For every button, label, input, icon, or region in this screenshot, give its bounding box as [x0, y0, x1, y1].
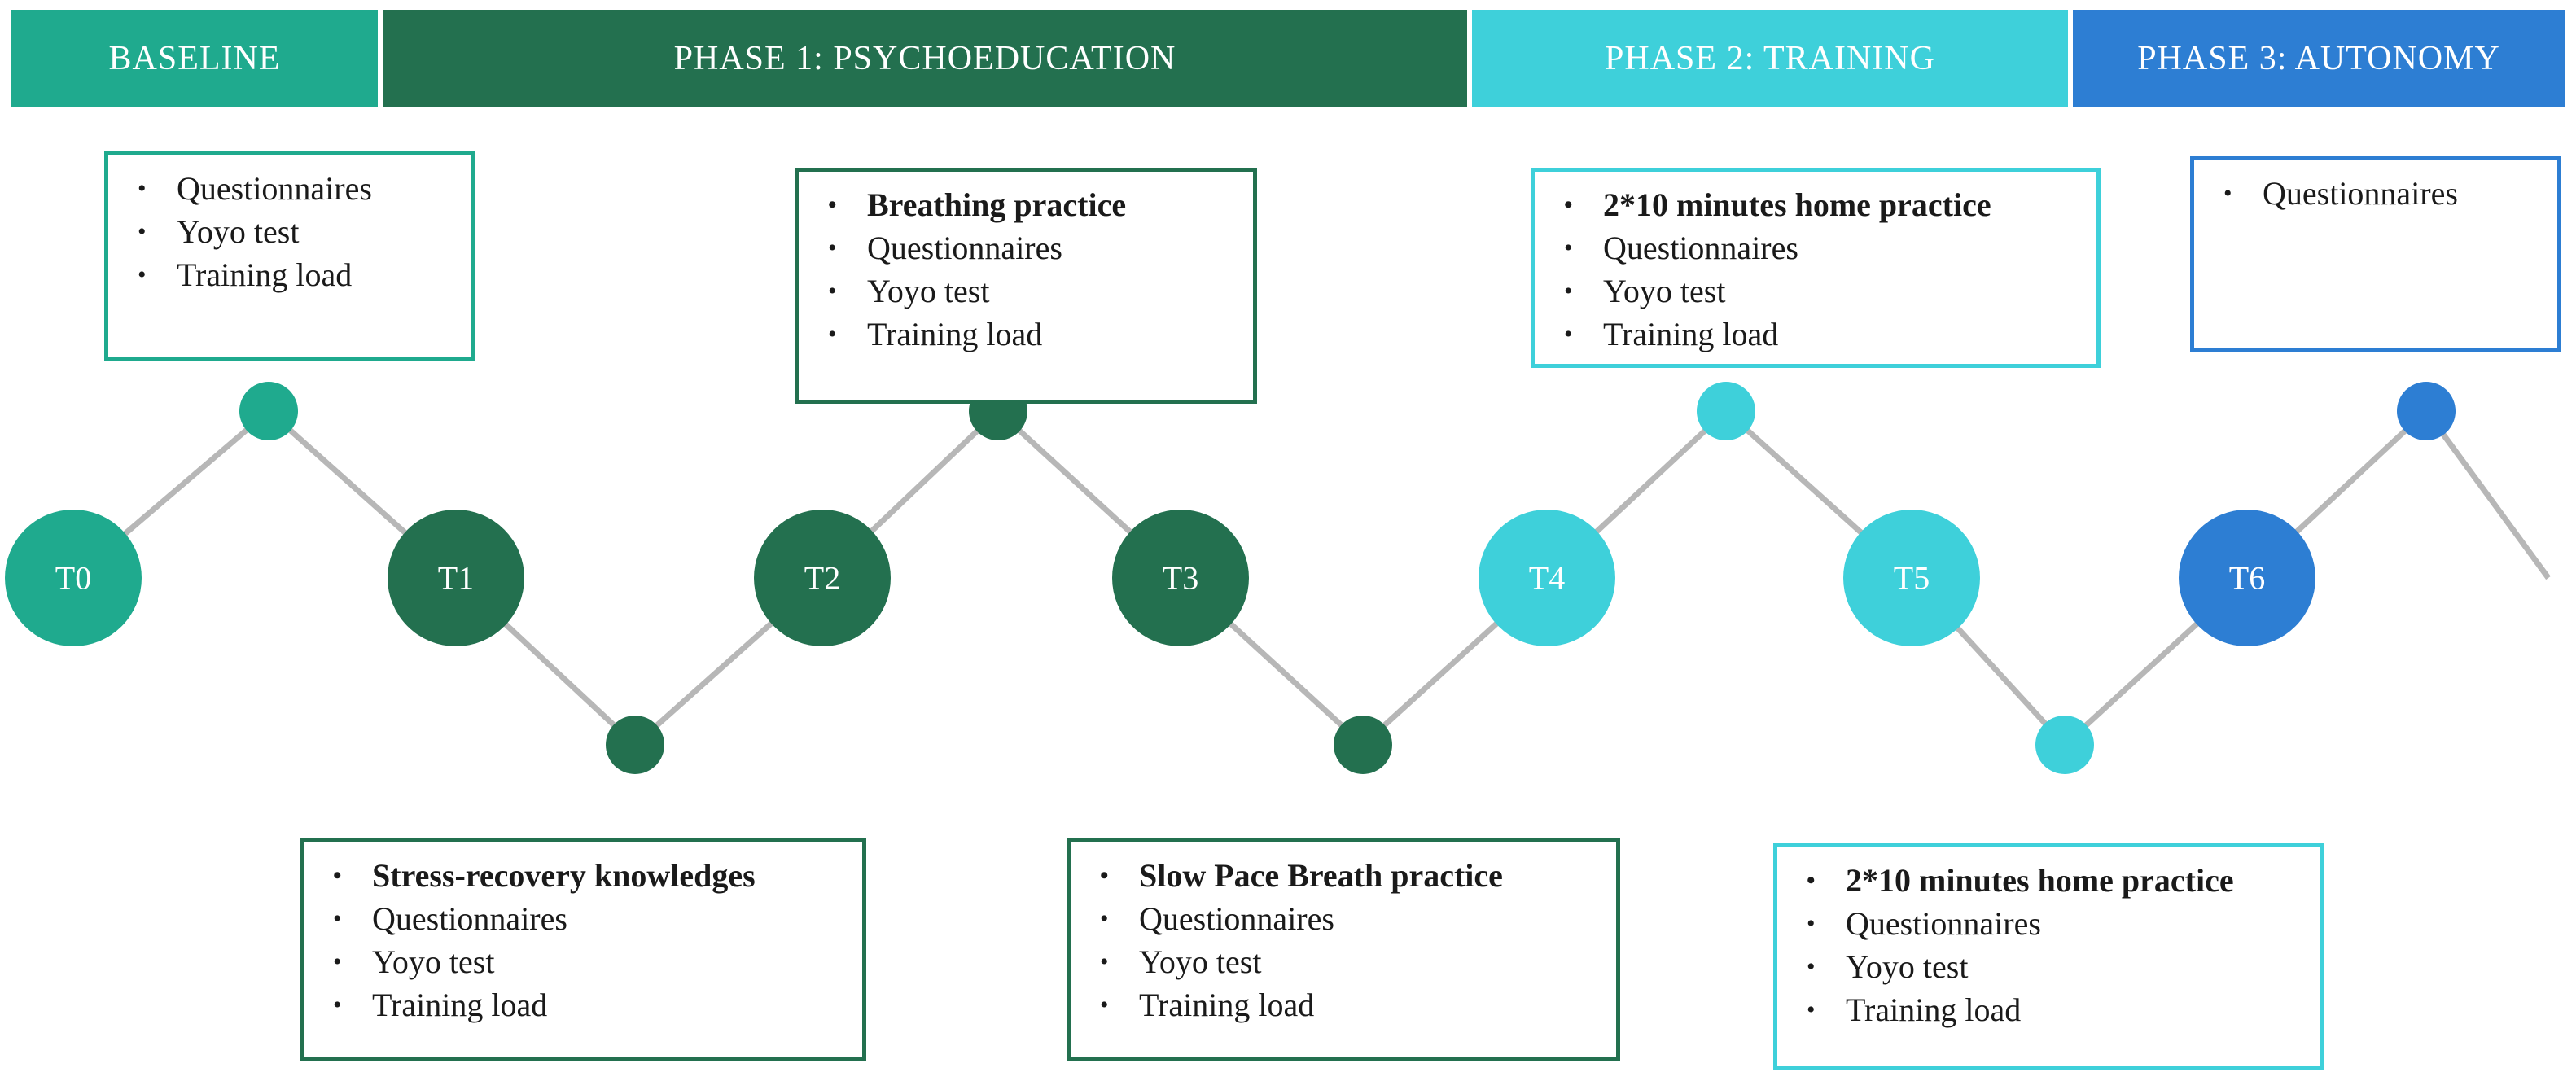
phase-label: BASELINE [108, 40, 281, 77]
activity-box-t2: Breathing practice Questionnaires Yoyo t… [795, 168, 1257, 404]
activity-list: Questionnaires Yoyo test Training load [138, 167, 455, 296]
timepoint-t6: T6 [2179, 510, 2315, 646]
activity-box-t4: 2*10 minutes home practice Questionnaire… [1531, 168, 2101, 368]
timepoint-t3: T3 [1112, 510, 1249, 646]
timepoint-label: T2 [804, 560, 840, 597]
vertex-dot [1697, 382, 1755, 440]
activity-item: Training load [333, 983, 846, 1026]
activity-item: Yoyo test [1100, 940, 1600, 983]
phase-bar-psychoeducation: PHASE 1: PSYCHOEDUCATION [383, 10, 1467, 107]
activity-item: Training load [1564, 313, 2080, 356]
activity-item: Questionnaires [828, 226, 1237, 269]
activity-item: Questionnaires [1807, 902, 2303, 945]
activity-item: Training load [1807, 988, 2303, 1031]
activity-item: Breathing practice [828, 183, 1237, 226]
vertex-dot [2397, 382, 2456, 440]
phase-label: PHASE 2: TRAINING [1605, 40, 1935, 77]
timepoint-t2: T2 [754, 510, 891, 646]
activity-item: Yoyo test [333, 940, 846, 983]
activity-list: 2*10 minutes home practice Questionnaire… [1564, 183, 2080, 356]
phase-label: PHASE 3: AUTONOMY [2137, 40, 2500, 77]
phase-label: PHASE 1: PSYCHOEDUCATION [673, 40, 1176, 77]
timepoint-t4: T4 [1479, 510, 1615, 646]
activity-item: Training load [1100, 983, 1600, 1026]
timepoint-t1: T1 [388, 510, 524, 646]
timepoint-circle [2179, 510, 2315, 646]
timepoint-circle [1843, 510, 1980, 646]
activity-list: Slow Pace Breath practice Questionnaires… [1100, 854, 1600, 1026]
timepoint-circle [5, 510, 142, 646]
activity-item: Questionnaires [1100, 897, 1600, 940]
phase-bar-autonomy: PHASE 3: AUTONOMY [2073, 10, 2565, 107]
activity-item: 2*10 minutes home practice [1564, 183, 2080, 226]
activity-box-t6: Questionnaires [2190, 156, 2561, 352]
activity-list: Questionnaires [2223, 172, 2541, 215]
timepoint-label: T0 [55, 560, 91, 597]
timepoint-label: T5 [1894, 560, 1930, 597]
activity-item: Questionnaires [138, 167, 455, 210]
activity-item: Questionnaires [333, 897, 846, 940]
phase-bar-baseline: BASELINE [11, 10, 378, 107]
timepoint-label: T1 [438, 560, 474, 597]
vertex-dot [606, 716, 664, 774]
activity-list: Breathing practice Questionnaires Yoyo t… [828, 183, 1237, 356]
activity-item: Questionnaires [2223, 172, 2541, 215]
timepoint-t5: T5 [1843, 510, 1980, 646]
activity-item: Training load [828, 313, 1237, 356]
timepoint-circle [1479, 510, 1615, 646]
activity-item: 2*10 minutes home practice [1807, 859, 2303, 902]
activity-item: Yoyo test [138, 210, 455, 253]
activity-box-t3: Slow Pace Breath practice Questionnaires… [1067, 838, 1620, 1061]
timepoint-circle [388, 510, 524, 646]
activity-item: Training load [138, 253, 455, 296]
activity-item: Questionnaires [1564, 226, 2080, 269]
vertex-dot [1334, 716, 1392, 774]
timepoint-label: T3 [1163, 560, 1198, 597]
timepoint-label: T6 [2229, 560, 2265, 597]
activity-list: Stress-recovery knowledges Questionnaire… [333, 854, 846, 1026]
activity-box-t5: 2*10 minutes home practice Questionnaire… [1773, 843, 2324, 1070]
activity-list: 2*10 minutes home practice Questionnaire… [1807, 859, 2303, 1031]
timepoint-circle [754, 510, 891, 646]
timepoint-label: T4 [1529, 560, 1565, 597]
activity-box-t1: Stress-recovery knowledges Questionnaire… [300, 838, 866, 1061]
phase-bar-training: PHASE 2: TRAINING [1472, 10, 2068, 107]
activity-item: Yoyo test [1564, 269, 2080, 313]
activity-item: Slow Pace Breath practice [1100, 854, 1600, 897]
vertex-dot [2035, 716, 2094, 774]
activity-item: Yoyo test [828, 269, 1237, 313]
vertex-dot [239, 382, 298, 440]
activity-box-t0: Questionnaires Yoyo test Training load [104, 151, 475, 361]
timepoint-t0: T0 [5, 510, 142, 646]
activity-item: Stress-recovery knowledges [333, 854, 846, 897]
activity-item: Yoyo test [1807, 945, 2303, 988]
timepoint-circle [1112, 510, 1249, 646]
